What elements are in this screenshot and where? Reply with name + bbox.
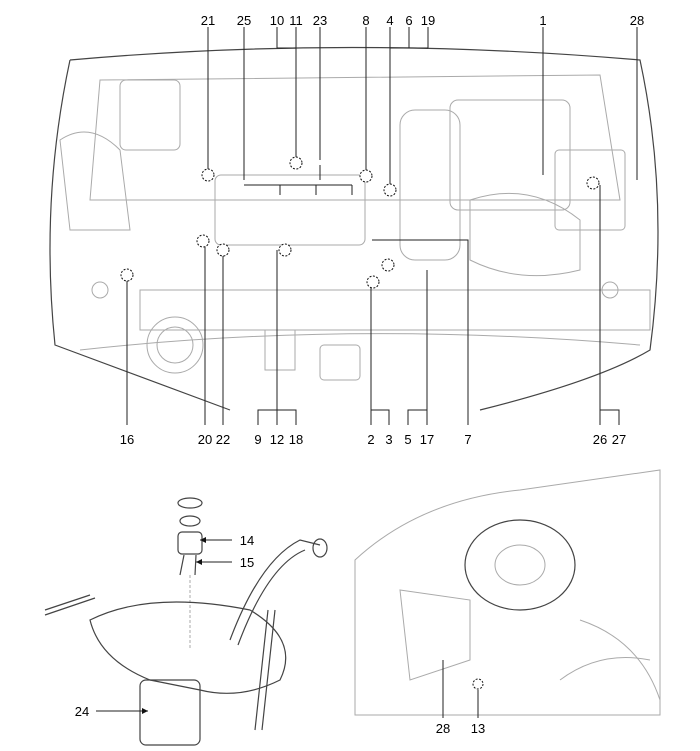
label-14: 14: [240, 533, 254, 548]
label-6: 6: [405, 13, 412, 28]
fuel-tank-leaders: [96, 537, 232, 714]
label-3: 3: [385, 432, 392, 447]
label-26: 26: [593, 432, 607, 447]
label-18: 18: [289, 432, 303, 447]
label-15: 15: [240, 555, 254, 570]
label-13: 13: [471, 721, 485, 736]
label-21: 21: [201, 13, 215, 28]
label-1: 1: [539, 13, 546, 28]
label-28: 28: [630, 13, 644, 28]
top-labels: 21 25 10 11 23 8 4 6 19 1 28: [201, 13, 644, 28]
label-23: 23: [313, 13, 327, 28]
label-4: 4: [386, 13, 393, 28]
label-8: 8: [362, 13, 369, 28]
callout-points: [120, 156, 600, 289]
fuel-tank-illustration: [44, 497, 328, 746]
label-17: 17: [420, 432, 434, 447]
label-16: 16: [120, 432, 134, 447]
label-27: 27: [612, 432, 626, 447]
label-25: 25: [237, 13, 251, 28]
bottom-labels: 16 20 22 9 12 18 2 3 5 17 7 26 27: [120, 432, 626, 447]
label-20: 20: [198, 432, 212, 447]
label-28-interior: 28: [436, 721, 450, 736]
label-5: 5: [404, 432, 411, 447]
label-10: 10: [270, 13, 284, 28]
label-7: 7: [464, 432, 471, 447]
label-19: 19: [421, 13, 435, 28]
label-2: 2: [367, 432, 374, 447]
top-leader-lines: [207, 27, 638, 425]
label-11: 11: [289, 13, 303, 28]
label-24: 24: [75, 704, 89, 719]
label-9: 9: [254, 432, 261, 447]
label-22: 22: [216, 432, 230, 447]
bottom-leader-lines: [126, 185, 620, 425]
label-12: 12: [270, 432, 284, 447]
interior-illustration: [354, 469, 661, 718]
engine-bay-illustration: [49, 46, 659, 411]
